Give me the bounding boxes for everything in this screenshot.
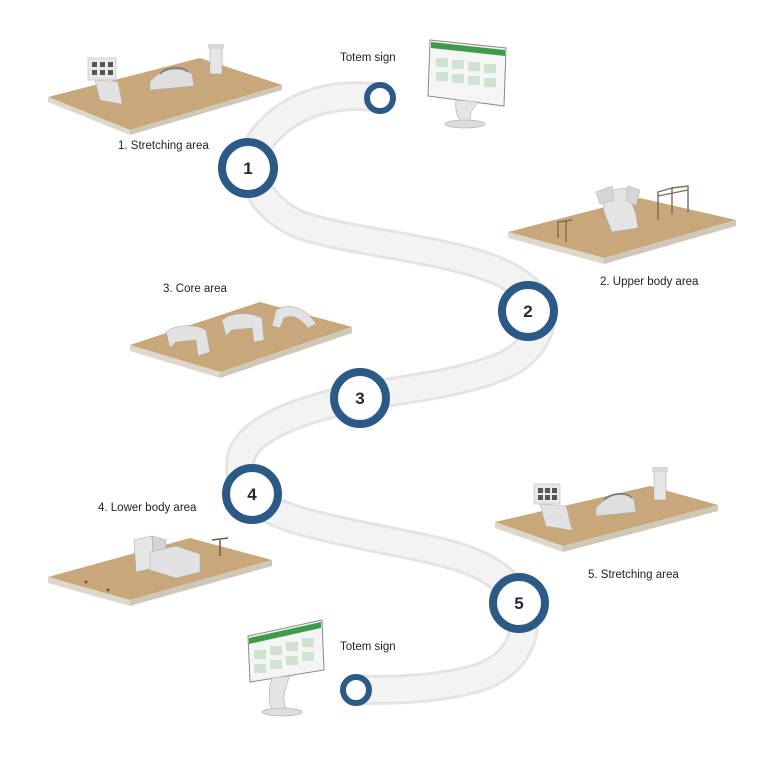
totem-sign-bottom-illustration (247, 619, 325, 717)
route-end-ring (340, 674, 372, 706)
marker-2: 2 (498, 281, 558, 341)
marker-5: 5 (489, 573, 549, 633)
marker-4: 4 (222, 464, 282, 524)
marker-1-number: 1 (243, 159, 252, 178)
stretching-area-1-platform (48, 44, 282, 135)
core-area-label: 3. Core area (163, 283, 228, 295)
route-start-ring (364, 82, 396, 114)
marker-5-number: 5 (514, 594, 523, 613)
lower-body-area-label: 4. Lower body area (98, 502, 197, 514)
stretching-area-1-label: 1. Stretching area (118, 140, 209, 152)
totem-sign-top-label: Totem sign (340, 52, 396, 64)
totem-sign-top-illustration (427, 39, 507, 129)
marker-4-number: 4 (247, 485, 257, 504)
marker-2-number: 2 (523, 302, 532, 321)
upper-body-area-platform (508, 185, 736, 264)
stretching-area-5-label: 5. Stretching area (588, 569, 679, 581)
stretching-area-5-platform (495, 467, 718, 552)
marker-1: 1 (218, 138, 278, 198)
lower-body-area-platform (48, 535, 272, 606)
core-area-platform (130, 302, 352, 378)
upper-body-area-label: 2. Upper body area (600, 276, 699, 288)
marker-3: 3 (330, 368, 390, 428)
marker-3-number: 3 (355, 389, 364, 408)
totem-sign-bottom-label: Totem sign (340, 641, 396, 653)
